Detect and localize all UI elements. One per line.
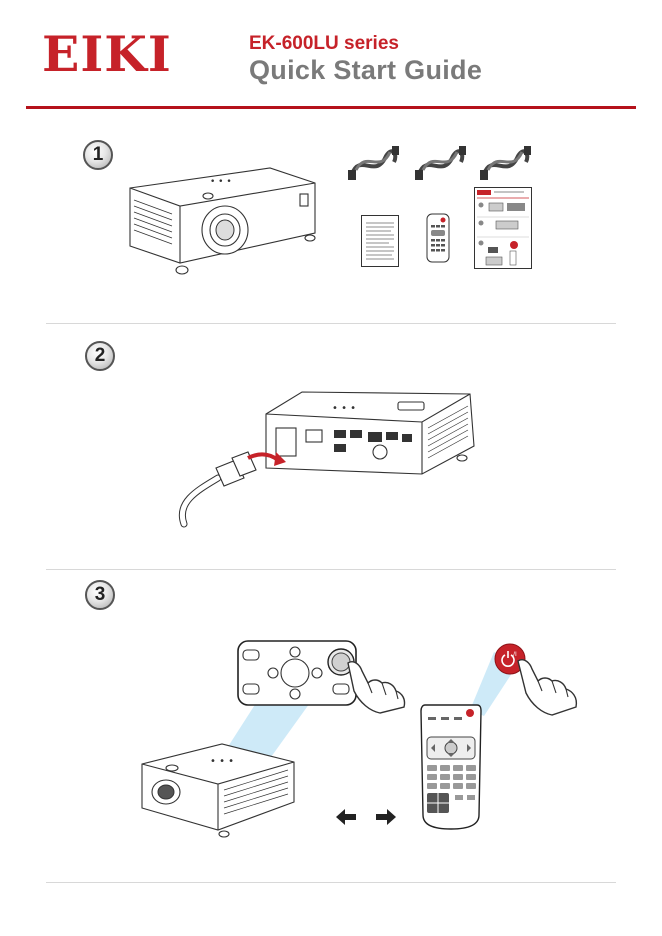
brand-logo: EIKI [42, 25, 172, 83]
step-3-badge: 3 [85, 580, 115, 610]
projector-rear-illustration: • • • [265, 391, 475, 475]
light-beam-projector [222, 700, 312, 764]
section-divider [46, 569, 616, 570]
svg-text:/I: /I [513, 651, 517, 658]
guide-title: Quick Start Guide [249, 55, 483, 85]
power-button-icon: /I [494, 643, 526, 675]
power-cable-icon [480, 146, 531, 180]
power-cable-icon [415, 146, 466, 180]
quick-guide-sheet-icon [474, 187, 532, 269]
section-divider [46, 323, 616, 324]
svg-text:• • •: • • • [210, 177, 232, 187]
step-1-badge: 1 [83, 140, 113, 170]
arrow-right-icon [376, 809, 396, 825]
projector-illustration: • • • [129, 167, 316, 275]
section-divider [46, 882, 616, 883]
hand-pointer-icon [517, 659, 578, 716]
projector-illustration: • • • [141, 743, 295, 838]
remote-control-icon [426, 213, 450, 263]
remote-control-icon [420, 704, 482, 830]
power-cable-icon [348, 146, 399, 180]
series-title: EK-600LU series [249, 33, 399, 54]
header-divider [26, 106, 636, 109]
manual-sheet-icon [361, 215, 399, 267]
power-plug-icon [178, 451, 286, 528]
svg-text:• • •: • • • [332, 403, 356, 414]
control-panel-icon [237, 640, 357, 706]
arrow-left-icon [336, 809, 356, 825]
hand-pointer-icon [347, 661, 406, 714]
step-2-badge: 2 [85, 341, 115, 371]
svg-text:• • •: • • • [210, 756, 234, 767]
